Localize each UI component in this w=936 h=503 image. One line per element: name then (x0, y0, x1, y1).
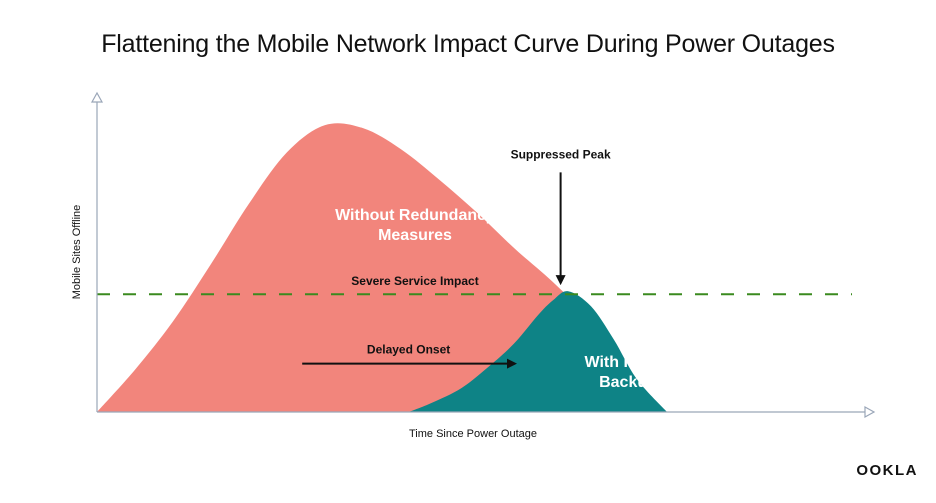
series-label-with-power-backup: With Power (585, 354, 672, 371)
suppressed-peak-label: Suppressed Peak (511, 147, 611, 161)
area-without-redundancy (97, 123, 652, 412)
y-axis-label: Mobile Sites Offline (71, 205, 83, 300)
series-label-without-redundancy: Without Redundancy (335, 207, 495, 224)
ookla-logo: OOKLA (856, 462, 918, 479)
chart-title: Flattening the Mobile Network Impact Cur… (101, 30, 835, 58)
area-with-power-backup (408, 291, 667, 412)
x-axis-arrowhead (864, 405, 876, 419)
x-axis-label: Time Since Power Outage (409, 428, 537, 440)
y-axis-arrowhead (90, 91, 104, 103)
delayed-onset-label: Delayed Onset (367, 343, 450, 357)
threshold-label: Severe Service Impact (351, 274, 478, 288)
series-label-with-power-backup-line2: Backup (599, 374, 657, 391)
series-label-without-redundancy-line2: Measures (378, 227, 452, 244)
